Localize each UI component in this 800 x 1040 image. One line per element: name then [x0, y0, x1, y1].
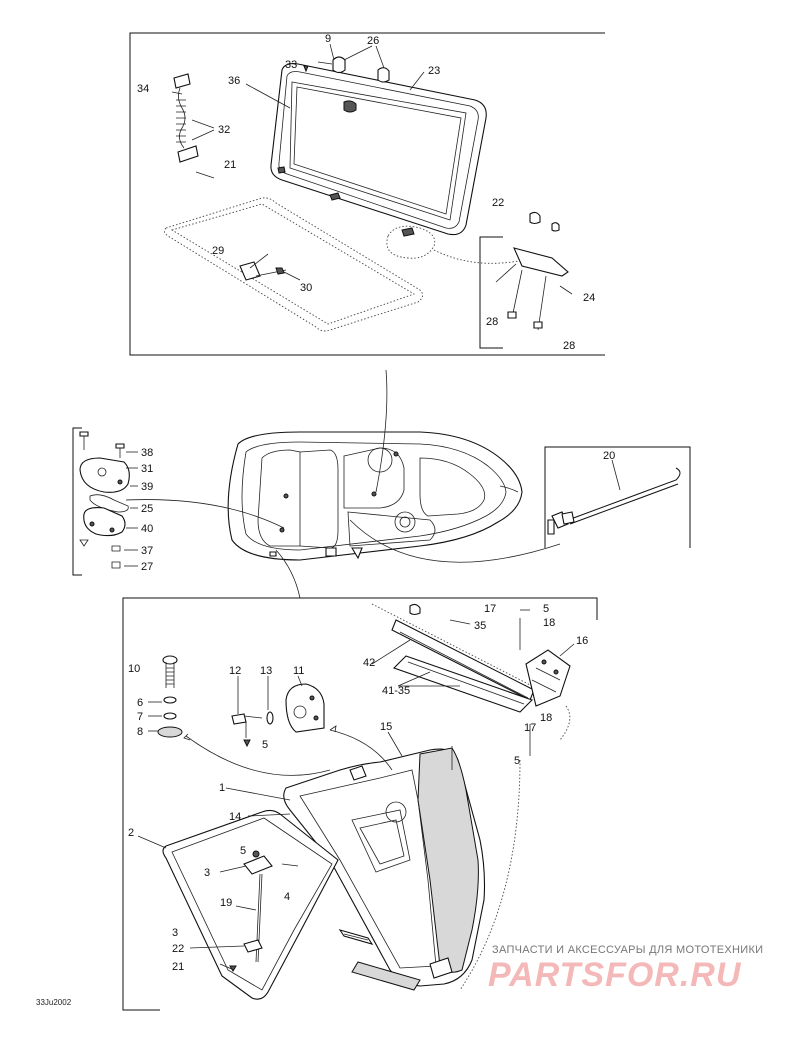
- middle-right-box: [544, 446, 691, 548]
- label-29: 29: [212, 245, 224, 257]
- label-28-left: 28: [486, 316, 498, 328]
- label-39: 39: [141, 481, 153, 493]
- label-15: 15: [380, 721, 392, 733]
- left-detail-parts: [79, 431, 138, 569]
- hinge-strip-42: [371, 603, 541, 713]
- label-14: 14: [229, 811, 241, 823]
- latch-29-30: [239, 261, 287, 281]
- bottom-arrows: [137, 609, 575, 849]
- watermark-logo: PARTSFOR.RU: [488, 956, 742, 994]
- label-37: 37: [141, 545, 153, 557]
- label-8: 8: [137, 726, 143, 738]
- label-5-right: 5: [514, 755, 520, 767]
- label-32: 32: [218, 124, 230, 136]
- top-leaders: [245, 43, 425, 281]
- label-22-lower: 22: [172, 943, 184, 955]
- label-18-right: 18: [540, 712, 552, 724]
- label-6: 6: [137, 697, 143, 709]
- watermark-tagline: ЗАПЧАСТИ И АКСЕССУАРЫ ДЛЯ МОТОТЕХНИКИ: [492, 944, 763, 956]
- label-17-right: 17: [524, 722, 536, 734]
- label-5-door: 5: [240, 845, 246, 857]
- label-21-lower: 21: [172, 961, 184, 973]
- seal-2: [162, 809, 339, 1000]
- label-1: 1: [219, 782, 225, 794]
- label-24: 24: [583, 292, 595, 304]
- label-30: 30: [300, 282, 312, 294]
- middle-left-box: [72, 427, 82, 576]
- label-12: 12: [229, 665, 241, 677]
- label-17-top: 17: [484, 603, 496, 615]
- hinge-24: [386, 211, 573, 331]
- label-27: 27: [141, 561, 153, 573]
- label-22: 22: [492, 197, 504, 209]
- label-3-door: 3: [204, 867, 210, 879]
- label-10: 10: [128, 663, 140, 675]
- label-5-mid: 5: [262, 739, 268, 751]
- label-2: 2: [128, 827, 134, 839]
- label-25: 25: [141, 503, 153, 515]
- label-4: 4: [284, 891, 290, 903]
- bottom-box-frame: [122, 597, 598, 1011]
- label-23: 23: [428, 65, 440, 77]
- rod-20: [547, 459, 681, 535]
- label-3-lower: 3: [172, 927, 178, 939]
- label-36: 36: [228, 75, 240, 87]
- hull-leaders: [125, 369, 561, 599]
- label-11: 11: [293, 665, 304, 677]
- top-box-frame: [129, 32, 605, 356]
- label-31: 31: [141, 463, 153, 475]
- label-21: 21: [224, 159, 236, 171]
- window-frame: [270, 63, 487, 237]
- plate-11-parts: [231, 675, 325, 748]
- label-33: 33: [285, 59, 297, 71]
- label-9: 9: [325, 33, 331, 45]
- watermark: ЗАПЧАСТИ И АКСЕССУАРЫ ДЛЯ МОТОТЕХНИКИ PA…: [488, 944, 763, 994]
- label-7: 7: [137, 711, 143, 723]
- bolt-stack-10: [148, 655, 183, 738]
- hatch-door: [283, 746, 486, 991]
- label-20: 20: [603, 450, 615, 462]
- label-34: 34: [137, 83, 149, 95]
- label-16: 16: [576, 635, 588, 647]
- clip-parts: [303, 56, 390, 83]
- label-13: 13: [260, 665, 272, 677]
- label-40: 40: [141, 523, 153, 535]
- label-35: 35: [474, 620, 486, 632]
- label-41-35: 41-35: [382, 685, 410, 697]
- drawing-code: 33Ju2002: [36, 998, 72, 1007]
- hull-body: [227, 431, 523, 561]
- label-26: 26: [367, 35, 379, 47]
- spring-bracket: [171, 73, 215, 179]
- callout-labels: 9 26 33 23 36 34 32 21 22 24 28 28 29 30…: [128, 33, 615, 973]
- hatch-opening-outline: [163, 197, 423, 332]
- label-19: 19: [220, 897, 232, 909]
- door-latch-parts: [189, 850, 299, 972]
- label-5-top: 5: [543, 603, 549, 615]
- label-42: 42: [363, 657, 375, 669]
- label-18-top: 18: [543, 617, 555, 629]
- label-38: 38: [141, 447, 153, 459]
- label-28-right: 28: [563, 340, 575, 352]
- hinge-16: [459, 618, 571, 991]
